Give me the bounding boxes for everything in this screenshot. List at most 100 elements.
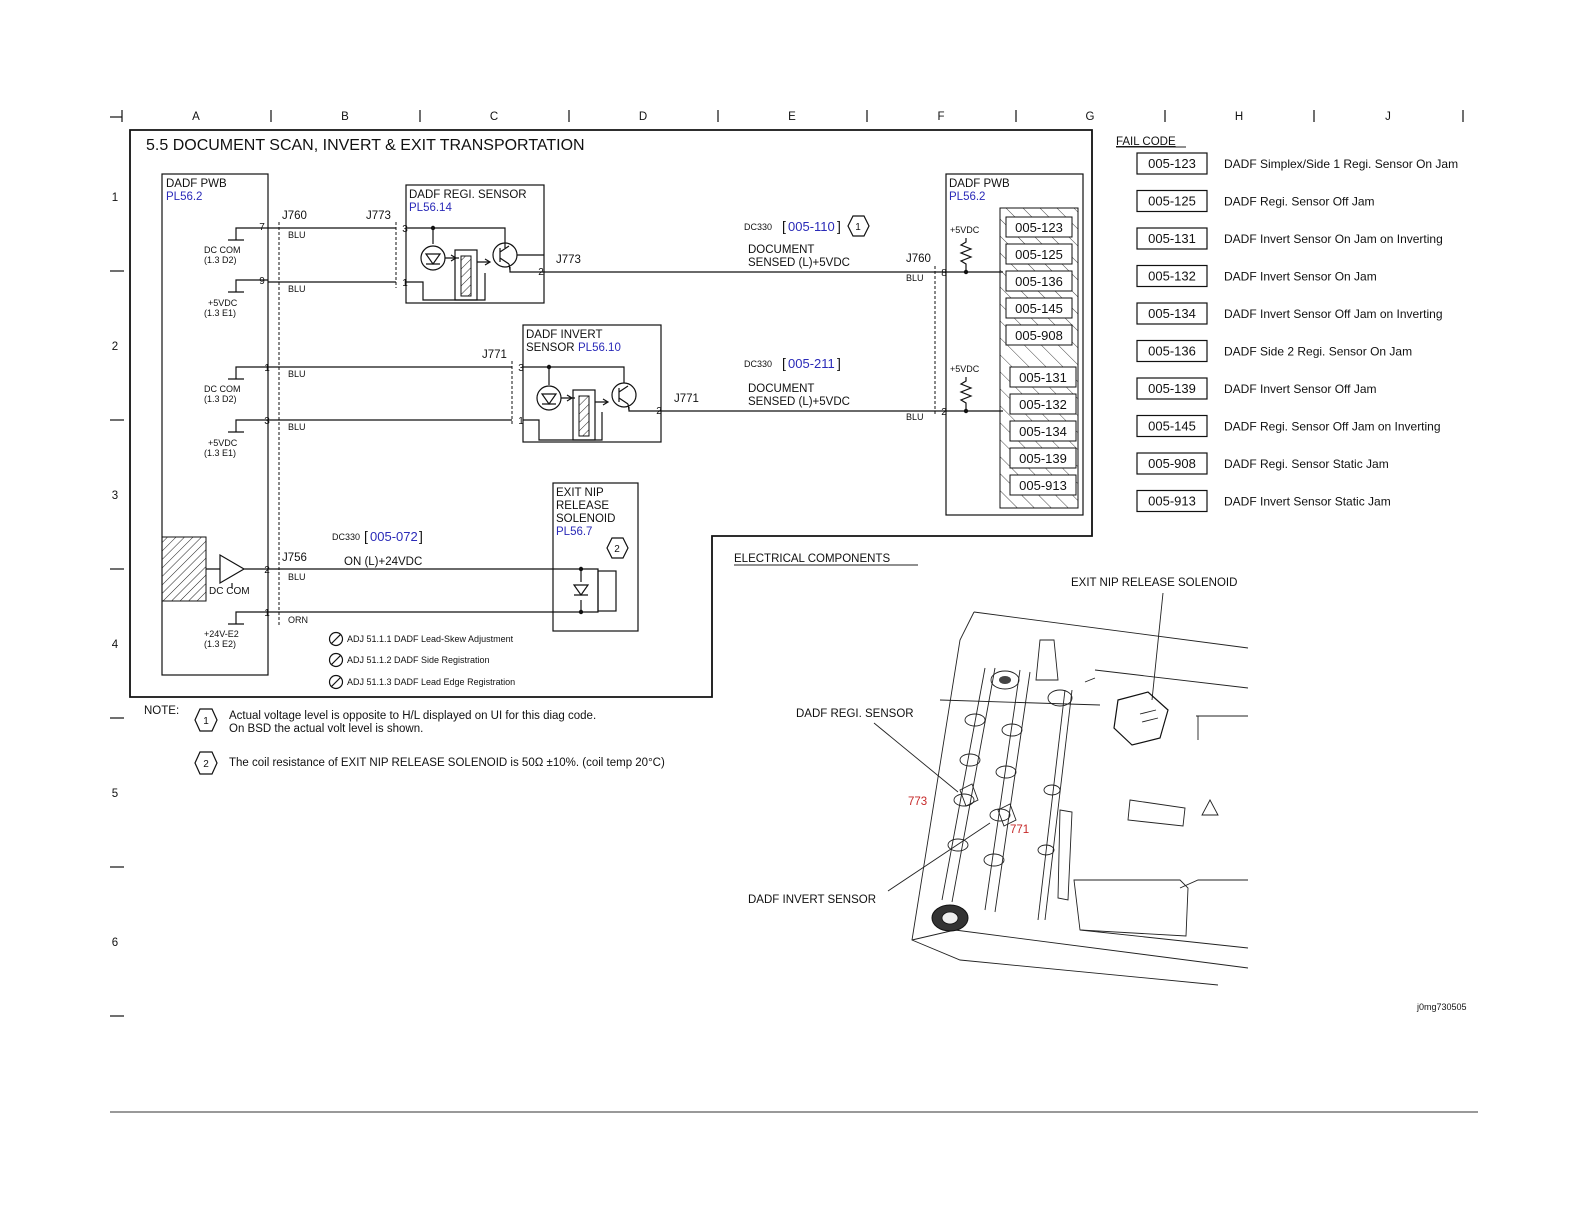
sol-code: 005-072 xyxy=(370,529,418,544)
regi-conn-j773: J773 xyxy=(366,210,391,222)
sol-signal: ON (L)+24VDC xyxy=(344,556,422,568)
inv-signal-2: SENSED (L)+5VDC xyxy=(748,396,850,408)
solenoid-circuit: 2 1 J756 BLU ORN DC330 [ 005-072 ] ON (L… xyxy=(264,482,639,632)
fail-code-desc: DADF Simplex/Side 1 Regi. Sensor On Jam xyxy=(1224,157,1458,171)
note-1-num: 1 xyxy=(203,716,209,727)
inv-conn-j771: J771 xyxy=(482,349,507,361)
right-code-box xyxy=(1005,297,1073,319)
grid-col-c: C xyxy=(490,111,498,123)
grid-row-6: 6 xyxy=(112,937,118,949)
regi-callout: DADF REGI. SENSOR xyxy=(796,708,914,720)
note-1-hexagon xyxy=(847,215,870,237)
left-dadf-pwb: DADF PWB PL56.2 DC COM (1.3 D2) +5VDC (1… xyxy=(161,173,269,676)
left-pwb-ref: PL56.2 xyxy=(166,191,202,203)
v5-1-ref: (1.3 E1) xyxy=(204,308,236,318)
right-code: 005-131 xyxy=(1019,370,1067,385)
fail-code-desc: DADF Invert Sensor Off Jam on Inverting xyxy=(1224,307,1443,321)
regi-sensor-ref: PL56.14 xyxy=(409,202,452,214)
invert-callout: DADF INVERT SENSOR xyxy=(748,894,876,906)
grid-col-j: J xyxy=(1385,111,1391,123)
components-heading: ELECTRICAL COMPONENTS xyxy=(734,553,890,565)
inv-conn-out: J771 xyxy=(674,393,699,405)
main-frame xyxy=(129,129,1093,698)
grid-row-5: 5 xyxy=(112,788,118,800)
right-code: 005-913 xyxy=(1019,478,1067,493)
inv-wire-b: BLU xyxy=(288,422,306,432)
regi-pin-7: 7 xyxy=(259,222,265,233)
right-code-box xyxy=(1009,474,1077,496)
left-pwb-name: DADF PWB xyxy=(166,178,227,190)
dc-com-1-ref: (1.3 D2) xyxy=(204,255,237,265)
note-2-line-1: The coil resistance of EXIT NIP RELEASE … xyxy=(229,757,665,769)
right-code-box xyxy=(1009,420,1077,442)
solenoid-callout: EXIT NIP RELEASE SOLENOID xyxy=(1071,577,1237,589)
regi-wire-b: BLU xyxy=(288,284,306,294)
grid-col-f: F xyxy=(937,111,944,123)
svg-text:]: ] xyxy=(837,355,841,371)
grid-row-4: 4 xyxy=(112,639,119,651)
fail-code-box xyxy=(1136,377,1208,400)
sol-name-3: SOLENOID xyxy=(556,513,615,525)
grid-col-a: A xyxy=(192,111,200,123)
regi-pin-9: 9 xyxy=(259,276,265,287)
adjustment-1: ADJ 51.1.1 DADF Lead-Skew Adjustment xyxy=(347,634,514,644)
inv-pin-1: 1 xyxy=(264,363,270,374)
fail-code-box xyxy=(1136,264,1208,288)
fail-code-box xyxy=(1136,152,1208,175)
right-code: 005-134 xyxy=(1019,424,1067,439)
right-pwb-name: DADF PWB xyxy=(949,178,1010,190)
fail-code: 005-145 xyxy=(1148,419,1196,434)
right-v5-b: +5VDC xyxy=(950,364,980,374)
right-pwb-conn: J760 xyxy=(906,253,931,265)
right-pwb-codes: 005-123005-125005-136005-145005-908005-1… xyxy=(1005,216,1077,496)
j771-label: 771 xyxy=(1010,824,1029,836)
regi-pin-3: 3 xyxy=(402,224,408,235)
fail-code: 005-131 xyxy=(1148,231,1196,246)
regi-signal-2: SENSED (L)+5VDC xyxy=(748,257,850,269)
note-2-icon xyxy=(194,751,218,775)
grid-row-3: 3 xyxy=(112,490,118,502)
sol-name-2: RELEASE xyxy=(556,500,609,512)
right-wire-a: BLU xyxy=(906,273,924,283)
grid-row-1: 1 xyxy=(112,192,118,204)
dc-com-2-ref: (1.3 D2) xyxy=(204,394,237,404)
fail-code-box xyxy=(1136,414,1208,438)
right-code-box xyxy=(1009,366,1077,388)
fail-code-desc: DADF Invert Sensor On Jam on Inverting xyxy=(1224,232,1443,246)
svg-text:]: ] xyxy=(837,218,841,234)
fail-code: 005-913 xyxy=(1148,494,1196,509)
sol-wire-a: BLU xyxy=(288,572,306,582)
right-code: 005-132 xyxy=(1019,397,1067,412)
fail-code-desc: DADF Invert Sensor On Jam xyxy=(1224,270,1377,284)
invert-sensor-circuit: 1 3 BLU BLU J771 3 1 DADF INVERT SENSOR … xyxy=(264,324,958,443)
sol-ref: PL56.7 xyxy=(556,526,592,538)
right-pin-8: 8 xyxy=(941,268,947,279)
inv-pin-2: 2 xyxy=(656,406,662,417)
v5-2-ref: (1.3 E1) xyxy=(204,448,236,458)
fail-code-desc: DADF Invert Sensor Off Jam xyxy=(1224,382,1377,396)
inv-sensor-ref: PL56.10 xyxy=(578,342,621,354)
fail-code-box xyxy=(1136,227,1208,250)
adjustments: ADJ 51.1.1 DADF Lead-Skew Adjustment ADJ… xyxy=(328,631,515,690)
fail-code-desc: DADF Regi. Sensor Off Jam xyxy=(1224,195,1375,209)
sol-name-1: EXIT NIP xyxy=(556,487,604,499)
v5-1: +5VDC xyxy=(208,298,238,308)
right-pwb-ref: PL56.2 xyxy=(949,191,985,203)
regi-wire-a: BLU xyxy=(288,230,306,240)
inv-pin-1b: 1 xyxy=(518,416,524,427)
inv-code: 005-211 xyxy=(788,356,835,371)
fail-code: 005-134 xyxy=(1148,306,1196,321)
image-id: j0mg730505 xyxy=(1416,1002,1467,1012)
note-label: NOTE: xyxy=(144,705,179,717)
inv-signal-1: DOCUMENT xyxy=(748,383,814,395)
right-code: 005-125 xyxy=(1015,247,1063,262)
fail-code-desc: DADF Regi. Sensor Static Jam xyxy=(1224,457,1389,471)
regi-dc330: DC330 xyxy=(744,222,772,232)
regi-note: 1 xyxy=(855,222,861,233)
right-code: 005-139 xyxy=(1019,451,1067,466)
adjustment-3: ADJ 51.1.3 DADF Lead Edge Registration xyxy=(347,677,515,687)
regi-sensor-circuit: 7 9 J760 J773 BLU BLU 3 1 DADF REGI. SEN… xyxy=(259,184,958,304)
dc-com-3: DC COM xyxy=(209,586,250,597)
sol-dc330: DC330 xyxy=(332,532,360,542)
